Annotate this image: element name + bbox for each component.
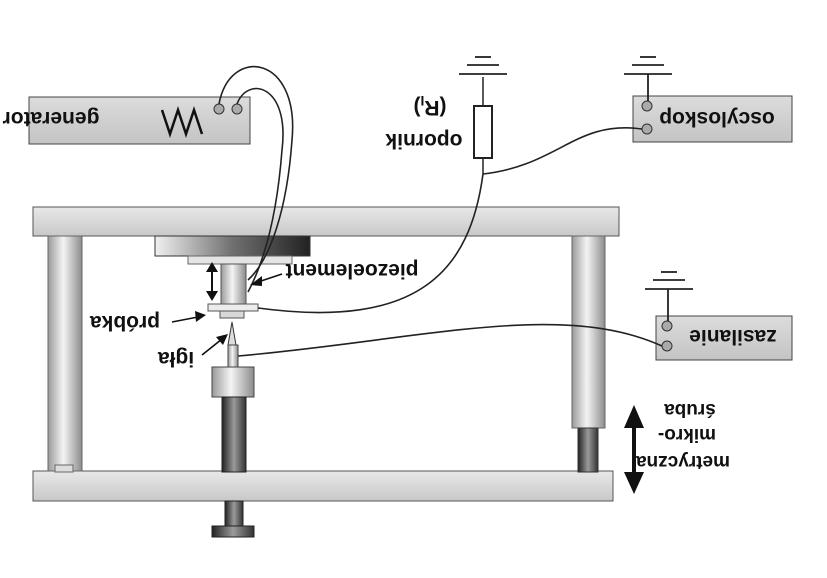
piezo-label: piezoelement	[285, 259, 418, 282]
piezo-motion-arrow	[206, 262, 218, 301]
oscilloscope-terminal	[641, 123, 653, 135]
piezo-element	[220, 263, 247, 305]
generator-terminal	[231, 103, 243, 115]
sample-pointer-arrow	[171, 311, 206, 323]
needle-assembly	[211, 321, 255, 538]
resistor-symbol-label: (RI)	[413, 93, 446, 119]
frame	[32, 206, 620, 502]
power-supply-label: zasilanie	[689, 325, 777, 348]
left-pillar	[47, 235, 83, 472]
generator-box: generator	[3, 96, 251, 145]
needle-tip	[227, 321, 237, 346]
resistor-label: opornik	[385, 129, 462, 152]
bottom-plate	[32, 470, 614, 502]
needle-holder	[211, 366, 255, 398]
oscilloscope-box: oscyloskop	[632, 95, 793, 143]
right-screw-rod	[577, 427, 599, 473]
resistor-body	[473, 105, 493, 159]
oscilloscope-label: oscyloskop	[659, 107, 775, 130]
generator-label: generator	[3, 107, 100, 130]
power-terminal	[661, 340, 673, 352]
generator-terminal	[213, 103, 225, 115]
screw-label-line2: mikro-	[658, 424, 716, 445]
left-pillar-foot	[54, 464, 74, 473]
ground-symbol	[645, 271, 693, 321]
needle-label: igła	[158, 347, 194, 370]
right-pillar	[571, 235, 606, 429]
ground-symbol	[624, 56, 672, 101]
top-plate	[32, 206, 620, 237]
piezo-pointer-arrow	[250, 273, 283, 286]
oscilloscope-terminal	[641, 100, 653, 112]
needle-pointer-arrow	[201, 334, 228, 356]
power-terminal	[661, 320, 673, 332]
sample-label: próbka	[90, 311, 160, 334]
screw-shaft	[221, 396, 247, 473]
resistor	[473, 77, 493, 174]
screw-knob	[211, 525, 255, 538]
power-supply-box: zasilanie	[655, 315, 793, 361]
wires	[218, 65, 663, 357]
ground-symbol	[459, 56, 507, 75]
sample-plate	[207, 303, 259, 312]
sawtooth-icon	[160, 106, 204, 138]
screw-label-line1: śruba	[664, 399, 716, 420]
screw-motion-arrow	[624, 405, 644, 494]
screw-label-line3: metryczna	[636, 451, 730, 472]
